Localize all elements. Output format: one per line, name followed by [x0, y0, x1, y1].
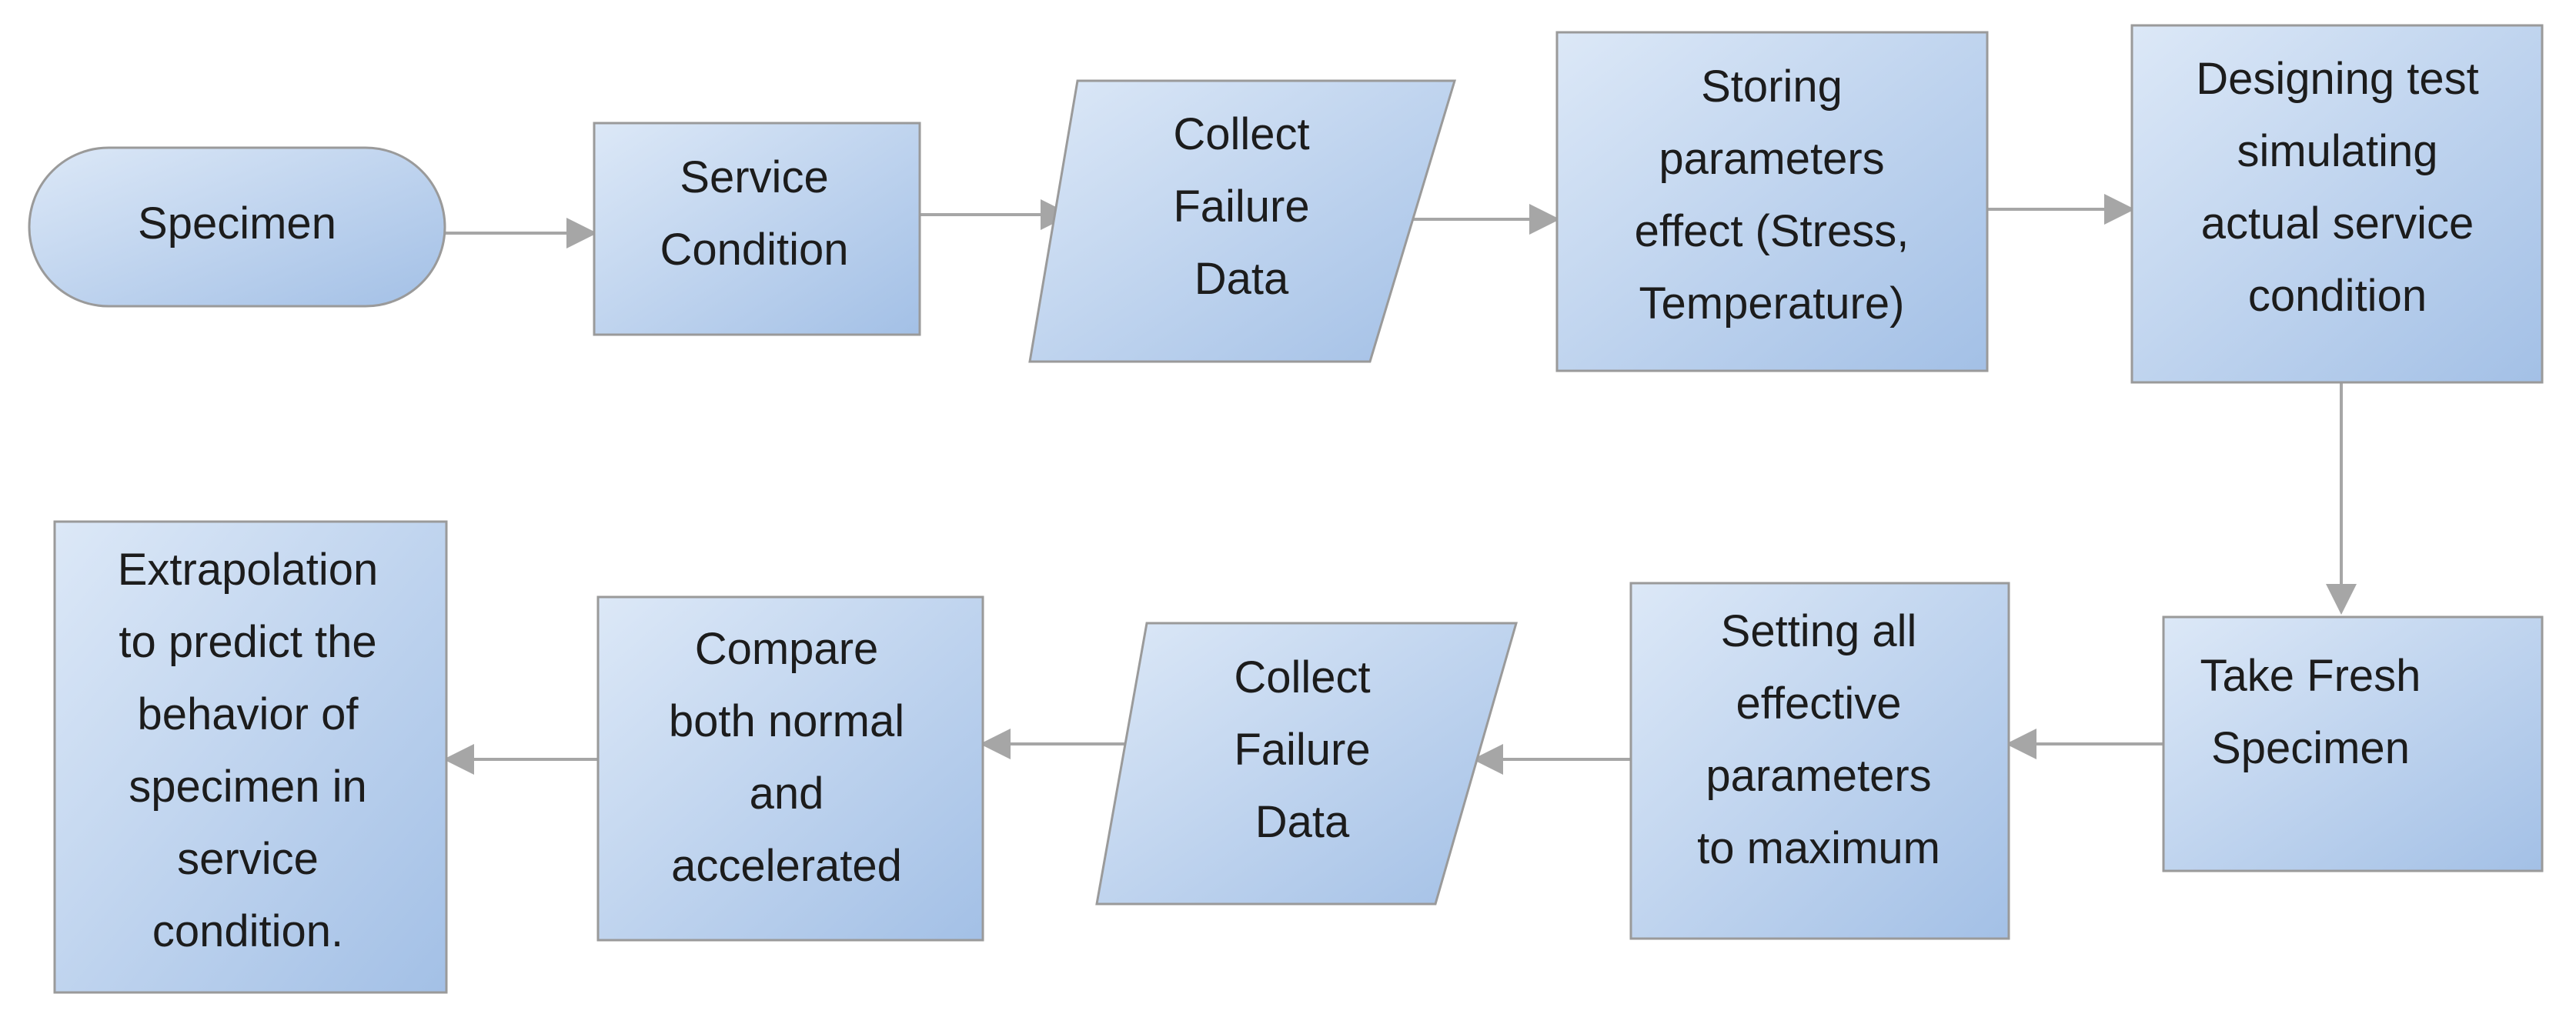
- storing-parameters-process-box: [1555, 31, 1989, 372]
- shapes-layer: [28, 24, 2544, 994]
- label-line: Service: [680, 152, 828, 202]
- label-line: Condition: [660, 225, 848, 275]
- label-line: Data: [1194, 254, 1289, 304]
- service-condition-process-box: [593, 122, 921, 336]
- collect-failure-data-1-data-shape: [1028, 79, 1457, 363]
- label-line: Storing: [1701, 62, 1843, 112]
- label-line: accelerated: [671, 841, 902, 891]
- storing-parameters-label: Storing parameters effect (Stress, Temperat…: [1635, 62, 1909, 329]
- label-line: to maximum: [1697, 823, 1940, 873]
- specimen-label: Specimen: [138, 198, 336, 248]
- label-line: simulating: [2237, 126, 2437, 176]
- extrapolation-process-box: [53, 520, 448, 994]
- label-line: parameters: [1659, 134, 1884, 184]
- label-line: condition.: [152, 906, 343, 956]
- label-line: specimen in: [129, 762, 366, 812]
- label-line: Data: [1255, 797, 1350, 847]
- extrapolation-label: Extrapolation to predict the behavior of sp…: [118, 545, 379, 956]
- connectors-layer: [443, 194, 2357, 775]
- label-line: Failure: [1173, 182, 1309, 232]
- label-line: effective: [1736, 679, 1902, 729]
- label-line: Temperature): [1639, 279, 1905, 329]
- label-line: service: [177, 834, 319, 884]
- label-line: Collect: [1234, 652, 1370, 702]
- label-line: Specimen: [2211, 723, 2410, 773]
- collect-failure-data-2-data-shape: [1095, 622, 1518, 906]
- designing-test-process-box: [2130, 24, 2544, 384]
- label-line: both normal: [669, 696, 904, 746]
- compare-process-box: [596, 595, 984, 942]
- label-line: Collect: [1173, 109, 1309, 159]
- label-line: Compare: [695, 624, 879, 674]
- compare-label: Compare both normal and accelerated: [669, 624, 904, 891]
- setting-parameters-process-box: [1629, 582, 2010, 940]
- label-line: Designing test: [2196, 54, 2479, 104]
- setting-parameters-label: Setting all effective parameters to maximum: [1697, 606, 1940, 873]
- label-line: Extrapolation: [118, 545, 379, 595]
- label-line: Setting all: [1721, 606, 1917, 656]
- label-line: condition: [2248, 271, 2427, 321]
- label-line: Specimen: [138, 198, 336, 248]
- label-line: behavior of: [138, 689, 359, 739]
- designing-test-label: Designing test simulating actual service co…: [2196, 54, 2479, 321]
- specimen-terminator-shape: [28, 146, 446, 308]
- label-line: Take Fresh: [2200, 651, 2421, 701]
- take-fresh-specimen-process-box: [2162, 615, 2544, 872]
- label-line: actual service: [2201, 198, 2474, 248]
- label-line: parameters: [1706, 751, 1931, 801]
- label-line: to predict the: [119, 617, 376, 667]
- label-line: Failure: [1234, 725, 1370, 775]
- label-line: effect (Stress,: [1635, 206, 1909, 256]
- label-line: and: [750, 769, 824, 819]
